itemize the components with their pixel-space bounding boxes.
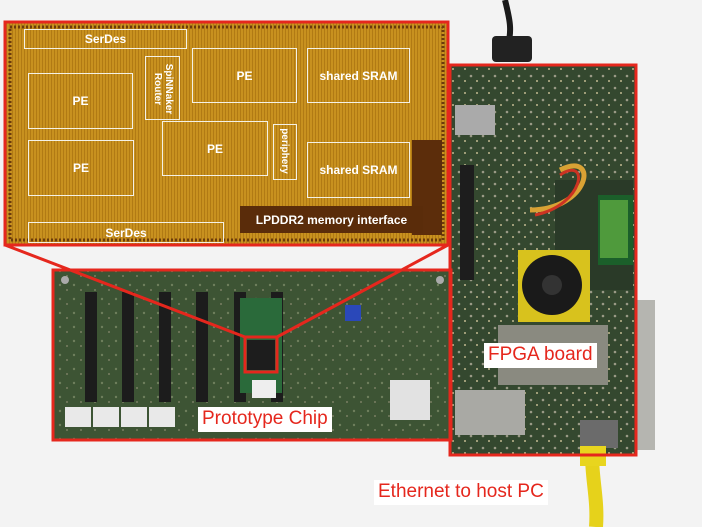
serdes-bottom-block [28, 222, 224, 243]
lpddr2-label: LPDDR2 memory interface [255, 212, 408, 227]
die-highlight-frame [3, 20, 450, 247]
power-plug [492, 36, 532, 62]
periphery-label: periphery [279, 128, 291, 174]
sram-top-label: shared SRAM [319, 68, 398, 83]
prototype-chip-callout: Prototype Chip [198, 407, 332, 432]
fpga-highlight-frame [448, 63, 638, 457]
router-label: SpiNNaker Router [152, 63, 174, 115]
router-block [145, 56, 180, 120]
pe-left-top-block [28, 73, 133, 129]
carrier-connectors [65, 407, 175, 427]
sram-bottom-label: shared SRAM [319, 163, 398, 177]
pe-center-label: PE [206, 141, 223, 156]
pe-top-center-label: PE [236, 68, 253, 83]
fpga-slot [460, 165, 474, 280]
sram-top-block [307, 48, 410, 103]
sram-bottom-block [307, 142, 410, 198]
zoom-line-right [276, 243, 449, 339]
pe-left-bottom-label: PE [72, 161, 89, 175]
pe-top-center-block [192, 48, 297, 103]
zoom-line-left [4, 243, 246, 339]
fpga-connector [455, 390, 525, 435]
pe-left-top-label: PE [72, 94, 89, 108]
periphery-block [273, 124, 297, 180]
serdes-top-label: SerDes [84, 32, 127, 46]
serdes-top-block [24, 29, 187, 49]
pe-center-block [162, 121, 268, 176]
chip-highlight [243, 335, 279, 374]
prototype-chip-package [247, 340, 275, 370]
fpga-board-callout: FPGA board [484, 343, 597, 368]
lpddr2-block [240, 206, 423, 233]
carrier-highlight-frame [51, 268, 453, 442]
pe-left-bottom-block [28, 140, 134, 196]
serdes-bottom-label: SerDes [105, 225, 147, 240]
ethernet-callout: Ethernet to host PC [374, 480, 548, 505]
